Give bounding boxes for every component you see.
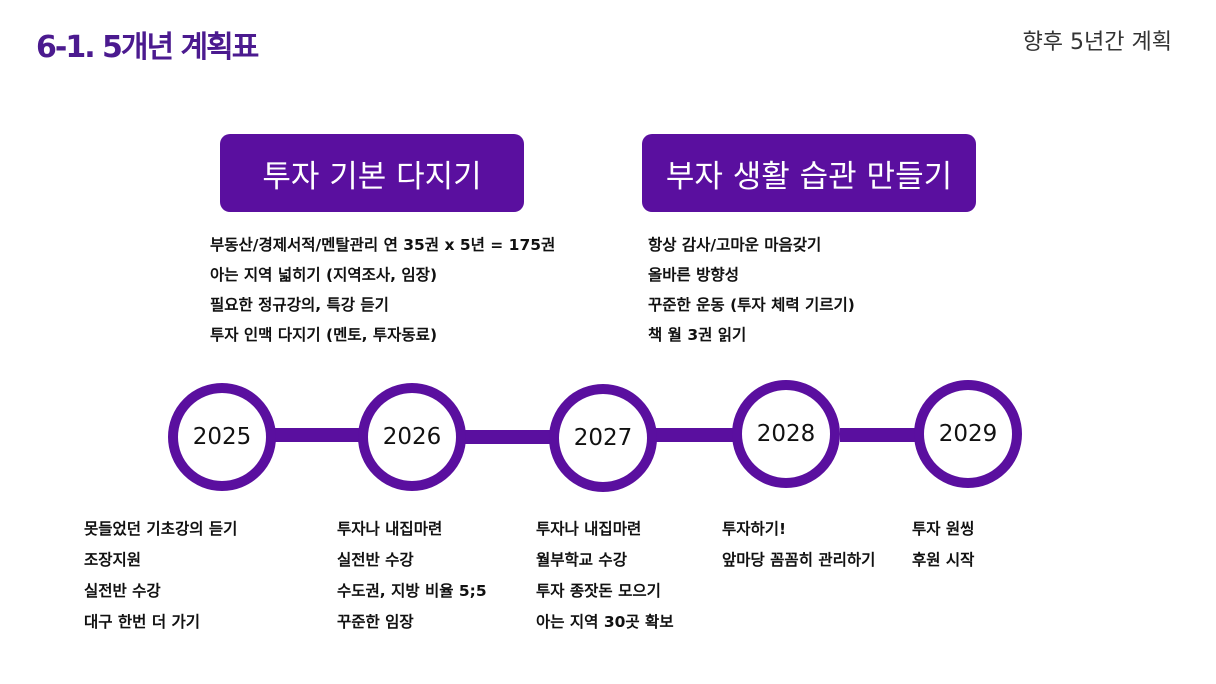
list-item: 월부학교 수강 xyxy=(536,551,627,569)
list-item: 책 월 3권 읽기 xyxy=(648,326,747,344)
year-label: 2025 xyxy=(192,424,252,450)
list-item: 실전반 수강 xyxy=(84,582,161,600)
list-item: 수도권, 지방 비율 5;5 xyxy=(337,582,487,600)
year-detail-list-2026: 투자나 내집마련 실전반 수강 수도권, 지방 비율 5;5 꾸준한 임장 xyxy=(337,514,487,638)
theme-box-wealthy-habits: 부자 생활 습관 만들기 xyxy=(642,134,976,212)
list-item: 투자나 내집마련 xyxy=(337,520,443,538)
list-item: 꾸준한 임장 xyxy=(337,613,414,631)
list-item: 필요한 정규강의, 특강 듣기 xyxy=(210,296,389,314)
theme-goal-list-wealthy-habits: 항상 감사/고마운 마음갖기 올바른 방향성 꾸준한 운동 (투자 체력 기르기… xyxy=(648,230,855,350)
list-item: 못들었던 기초강의 듣기 xyxy=(84,520,238,538)
list-item: 투자 인맥 다지기 (멘토, 투자동료) xyxy=(210,326,438,344)
list-item: 투자나 내집마련 xyxy=(536,520,642,538)
list-item: 앞마당 꼼꼼히 관리하기 xyxy=(722,551,876,569)
year-detail-list-2027: 투자나 내집마련 월부학교 수강 투자 종잣돈 모으기 아는 지역 30곳 확보 xyxy=(536,514,674,638)
theme-label: 부자 생활 습관 만들기 xyxy=(665,158,953,195)
list-item: 실전반 수강 xyxy=(337,551,414,569)
timeline-node-2028: 2028 xyxy=(732,380,840,488)
list-item: 올바른 방향성 xyxy=(648,266,739,284)
year-label: 2028 xyxy=(756,421,816,447)
list-item: 아는 지역 넓히기 (지역조사, 임장) xyxy=(210,266,438,284)
list-item: 후원 시작 xyxy=(912,551,975,569)
year-label: 2027 xyxy=(573,425,633,451)
timeline-node-2029: 2029 xyxy=(914,380,1022,488)
year-detail-list-2025: 못들었던 기초강의 듣기 조장지원 실전반 수강 대구 한번 더 가기 xyxy=(84,514,237,638)
year-label: 2026 xyxy=(382,424,442,450)
list-item: 항상 감사/고마운 마음갖기 xyxy=(648,236,822,254)
page-subtitle: 향후 5년간 계획 xyxy=(1022,30,1172,55)
year-detail-list-2028: 투자하기! 앞마당 꼼꼼히 관리하기 xyxy=(722,514,875,576)
list-item: 투자하기! xyxy=(722,520,787,538)
theme-box-investment-basics: 투자 기본 다지기 xyxy=(220,134,524,212)
list-item: 대구 한번 더 가기 xyxy=(84,613,201,631)
year-detail-list-2029: 투자 원씽 후원 시작 xyxy=(912,514,974,576)
timeline-connector xyxy=(460,430,560,444)
timeline-node-2027: 2027 xyxy=(549,384,657,492)
theme-goal-list-investment-basics: 부동산/경제서적/멘탈관리 연 35권 x 5년 = 175권 아는 지역 넓히… xyxy=(210,230,555,350)
timeline-node-2026: 2026 xyxy=(358,383,466,491)
timeline-node-2025: 2025 xyxy=(168,383,276,491)
list-item: 투자 원씽 xyxy=(912,520,975,538)
list-item: 투자 종잣돈 모으기 xyxy=(536,582,661,600)
page-title: 6-1. 5개년 계획표 xyxy=(36,30,259,65)
timeline-connector xyxy=(270,428,370,442)
list-item: 조장지원 xyxy=(84,551,142,569)
list-item: 부동산/경제서적/멘탈관리 연 35권 x 5년 = 175권 xyxy=(210,236,556,254)
list-item: 꾸준한 운동 (투자 체력 기르기) xyxy=(648,296,855,314)
year-label: 2029 xyxy=(938,421,998,447)
theme-label: 투자 기본 다지기 xyxy=(262,158,482,195)
list-item: 아는 지역 30곳 확보 xyxy=(536,613,674,631)
timeline-connector xyxy=(650,428,750,442)
